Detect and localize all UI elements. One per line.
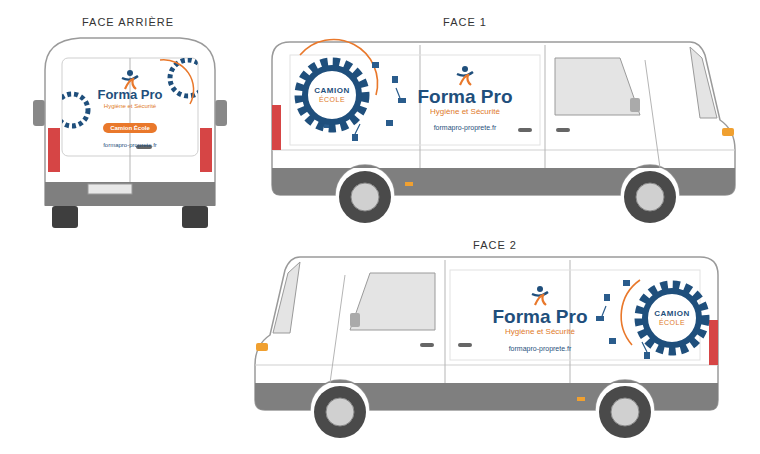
website-url: formapro-proprete.fr: [434, 124, 497, 132]
badge-text: ÉCOLE: [659, 319, 685, 326]
brand-tagline: Hygiène et Sécurité: [430, 108, 500, 117]
badge-text: ÉCOLE: [319, 96, 345, 103]
view-title: FACE ARRIÈRE: [82, 16, 174, 28]
view-title: FACE 1: [443, 16, 487, 28]
badge-text: CAMION: [654, 310, 689, 318]
brand-tagline: Hygiène et Sécurité: [104, 103, 156, 110]
view-title: FACE 2: [473, 239, 517, 251]
brand-tagline: Hygiène et Sécurité: [505, 328, 575, 337]
website-url: formapro-proprete.fr: [509, 345, 572, 353]
badge-text: Camion École: [110, 125, 150, 131]
badge-text: CAMION: [314, 87, 349, 95]
brand-name: Forma Pro: [97, 88, 162, 102]
gear-badge: CAMIONÉCOLE: [634, 280, 710, 356]
tag-pill: Camion École: [103, 123, 157, 133]
website-url: formapro-proprete.fr: [103, 142, 157, 149]
brand-name: Forma Pro: [417, 87, 512, 108]
brand-name: Forma Pro: [492, 307, 587, 328]
gear-badge: CAMIONÉCOLE: [294, 57, 370, 133]
